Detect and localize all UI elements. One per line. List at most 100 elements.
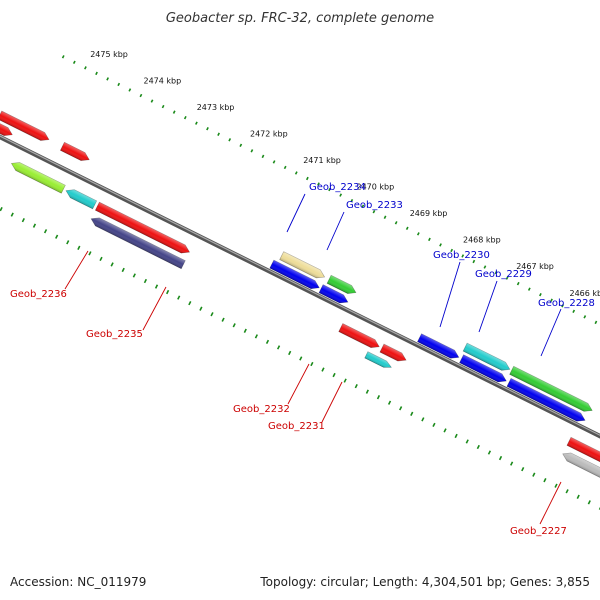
scale-tick bbox=[310, 361, 314, 367]
scale-label: 2468 kbp bbox=[463, 236, 501, 245]
gene-arrow-forward[interactable] bbox=[94, 201, 191, 256]
scale-tick bbox=[354, 383, 358, 389]
gene-arrow-forward[interactable] bbox=[459, 354, 509, 385]
scale-tick bbox=[343, 378, 347, 383]
scale-tick bbox=[288, 350, 292, 356]
gene-arrow-shade bbox=[269, 260, 320, 289]
scale-tick bbox=[61, 55, 65, 59]
gene-arrow-forward[interactable] bbox=[318, 284, 350, 306]
gene-arrow-geob-2233[interactable] bbox=[326, 274, 358, 296]
scale-tick bbox=[77, 245, 81, 250]
scale-tick bbox=[394, 221, 398, 225]
scale-tick bbox=[383, 215, 387, 219]
gene-arrow-shade bbox=[463, 343, 510, 371]
gene-arrow-geob-2230[interactable] bbox=[462, 342, 512, 373]
gene-label-geob-2236[interactable]: Geob_2236 bbox=[10, 250, 89, 300]
gene-label-geob-2232[interactable]: Geob_2232 bbox=[233, 363, 310, 415]
gene-arrow-forward[interactable] bbox=[0, 108, 14, 138]
scale-tick bbox=[210, 312, 214, 317]
gene-arrow-forward[interactable] bbox=[0, 110, 51, 144]
gene-arrow-geob-2234[interactable] bbox=[279, 251, 327, 281]
genome-backbone-highlight bbox=[0, 126, 600, 459]
scale-tick bbox=[372, 210, 376, 214]
scale-tick bbox=[294, 171, 298, 175]
scale-tick bbox=[154, 284, 159, 289]
gene-label-geob-2227[interactable]: Geob_2227 bbox=[510, 481, 567, 537]
gene-arrow-geob-2231[interactable] bbox=[364, 351, 393, 371]
map-title: Geobacter sp. FRC-32, complete genome bbox=[166, 11, 434, 26]
scale-tick bbox=[483, 265, 487, 269]
scale-tick bbox=[416, 232, 420, 236]
gene-arrow-shade bbox=[95, 202, 190, 254]
gene-label-geob-2229[interactable]: Geob_2229 bbox=[475, 269, 532, 333]
scale-label: 2471 kbp bbox=[303, 156, 341, 165]
scale-tick bbox=[272, 160, 276, 164]
gene-arrow-forward[interactable] bbox=[64, 187, 98, 210]
gene-arrow-geob-2236[interactable] bbox=[9, 159, 66, 194]
gene-arrow-shade bbox=[279, 251, 325, 278]
gene-arrow-shade bbox=[66, 189, 97, 209]
scale-label: 2473 kbp bbox=[197, 103, 235, 112]
gene-arrow-forward[interactable] bbox=[417, 333, 460, 362]
gene-arrow-shade bbox=[0, 108, 13, 136]
scale-tick bbox=[516, 281, 520, 286]
scale-tick bbox=[399, 406, 403, 411]
scale-tick bbox=[88, 251, 92, 256]
gene-arrow-forward[interactable] bbox=[269, 259, 321, 292]
gene-arrow-geob-2232[interactable] bbox=[338, 323, 381, 351]
scale-tick bbox=[199, 306, 203, 311]
scale-tick bbox=[461, 254, 465, 258]
gene-arrow-shade bbox=[506, 378, 586, 422]
gene-arrow-geob-2228[interactable] bbox=[506, 377, 587, 424]
scale-tick bbox=[439, 243, 442, 247]
gene-arrow-shade bbox=[11, 162, 66, 194]
gene-arrow-shade bbox=[459, 354, 507, 382]
leader-line bbox=[539, 481, 562, 525]
scale-tick bbox=[206, 127, 209, 131]
scale-label: 2475 kbp bbox=[90, 50, 128, 59]
gene-arrow-geob-2227[interactable] bbox=[561, 450, 600, 479]
gene-label-geob-2231[interactable]: Geob_2231 bbox=[268, 381, 343, 432]
gene-label-geob-2234[interactable]: Geob_2234 bbox=[286, 182, 366, 233]
rotated-track bbox=[0, 55, 600, 511]
gene-label-geob-2235[interactable]: Geob_2235 bbox=[86, 286, 167, 340]
scale-tick bbox=[261, 154, 265, 159]
scale-tick bbox=[550, 298, 553, 302]
scale-tick bbox=[510, 461, 514, 466]
gene-arrow-shade bbox=[566, 437, 600, 463]
scale-tick bbox=[350, 198, 354, 203]
scale-tick bbox=[405, 226, 409, 231]
scale-tick bbox=[532, 472, 536, 477]
scale-tick bbox=[250, 149, 254, 153]
gene-label-text: Geob_2235 bbox=[86, 329, 143, 340]
scale-label: 2472 kbp bbox=[250, 130, 288, 139]
scale-tick bbox=[376, 395, 381, 400]
gene-arrow-forward[interactable] bbox=[379, 343, 408, 364]
scale-tick bbox=[361, 204, 365, 208]
leader-line bbox=[286, 193, 306, 233]
gene-label-geob-2233[interactable]: Geob_2233 bbox=[326, 200, 403, 251]
gene-arrow-shade bbox=[91, 217, 186, 269]
gene-arrow-shade bbox=[562, 452, 600, 478]
gene-arrow-geob-2235[interactable] bbox=[89, 215, 186, 270]
scale-label: 2466 kbp bbox=[570, 289, 600, 298]
gene-label-geob-2230[interactable]: Geob_2230 bbox=[433, 250, 490, 328]
gene-arrow-shade bbox=[0, 111, 49, 141]
genome-backbone bbox=[0, 126, 600, 461]
scale-tick bbox=[177, 295, 181, 300]
gene-arrow-forward[interactable] bbox=[59, 141, 91, 163]
scale-tick bbox=[476, 444, 480, 450]
scale-tick bbox=[117, 82, 121, 87]
leader-line bbox=[321, 381, 343, 423]
gene-label-geob-2228[interactable]: Geob_2228 bbox=[538, 298, 595, 357]
scale-tick bbox=[84, 66, 87, 70]
scale-tick bbox=[99, 256, 103, 262]
gene-arrow-forward[interactable] bbox=[566, 436, 600, 465]
scale-tick bbox=[505, 276, 509, 280]
scale-tick bbox=[443, 428, 447, 433]
gene-arrow-shade bbox=[379, 344, 407, 362]
scale-tick bbox=[265, 339, 270, 345]
leader-line bbox=[478, 280, 498, 333]
gene-arrow-geob-2229[interactable] bbox=[509, 365, 595, 414]
